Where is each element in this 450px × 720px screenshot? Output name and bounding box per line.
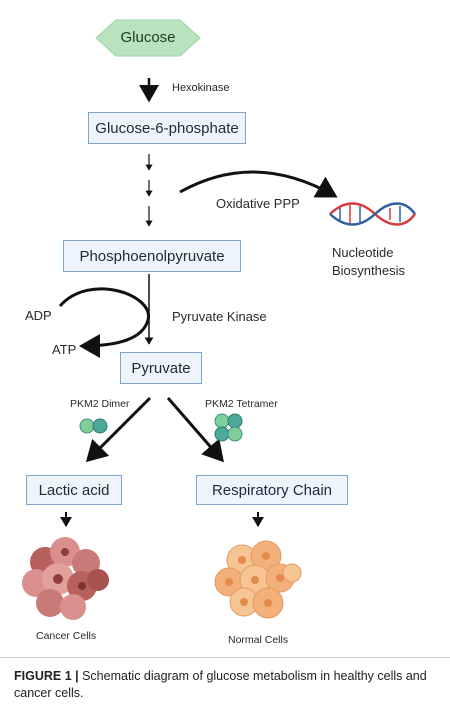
- atp-label: ATP: [52, 342, 77, 357]
- glucose-node-shape: [95, 19, 201, 57]
- caption-divider: [0, 657, 450, 658]
- oxidative-ppp-label: Oxidative PPP: [216, 196, 300, 211]
- pkm2-dimer-icon: [79, 418, 108, 434]
- adp-label: ADP: [25, 308, 52, 323]
- pep-box: Phosphoenolpyruvate: [63, 240, 241, 272]
- pkm2-tetramer-label: PKM2 Tetramer: [205, 398, 278, 410]
- arrow-adp-to-atp: [58, 287, 150, 358]
- respiratory-chain-box: Respiratory Chain: [196, 475, 348, 505]
- hexokinase-label: Hexokinase: [172, 82, 230, 94]
- caption-label: FIGURE 1 |: [14, 669, 79, 683]
- figure-caption: FIGURE 1 | Schematic diagram of glucose …: [14, 668, 438, 702]
- glucose-label: Glucose: [120, 29, 176, 46]
- cancer-cells-icon: [22, 537, 109, 620]
- g6p-box: Glucose-6-phosphate: [88, 112, 246, 144]
- nucleotide-line-2: Biosynthesis: [332, 263, 405, 278]
- nucleotide-line-1: Nucleotide: [332, 245, 394, 260]
- arrow-to-respiratory: [166, 397, 224, 463]
- nucleotide-label: Nucleotide Biosynthesis: [332, 244, 405, 280]
- arrow-to-lactic: [85, 396, 152, 463]
- pkm2-tetramer-icon: [214, 413, 243, 442]
- normal-cells-label: Normal Cells: [228, 634, 289, 646]
- caption-text: Schematic diagram of glucose metabolism …: [14, 669, 427, 700]
- dna-icon: [329, 202, 417, 226]
- cancer-cells-label: Cancer Cells: [36, 630, 97, 642]
- pyruvate-box: Pyruvate: [120, 352, 202, 384]
- lactic-acid-box: Lactic acid: [26, 475, 122, 505]
- arrow-oxidative-ppp: [179, 170, 338, 198]
- pyruvate-kinase-label: Pyruvate Kinase: [172, 309, 267, 324]
- normal-cells-icon: [214, 540, 302, 619]
- pkm2-dimer-label: PKM2 Dimer: [70, 398, 130, 410]
